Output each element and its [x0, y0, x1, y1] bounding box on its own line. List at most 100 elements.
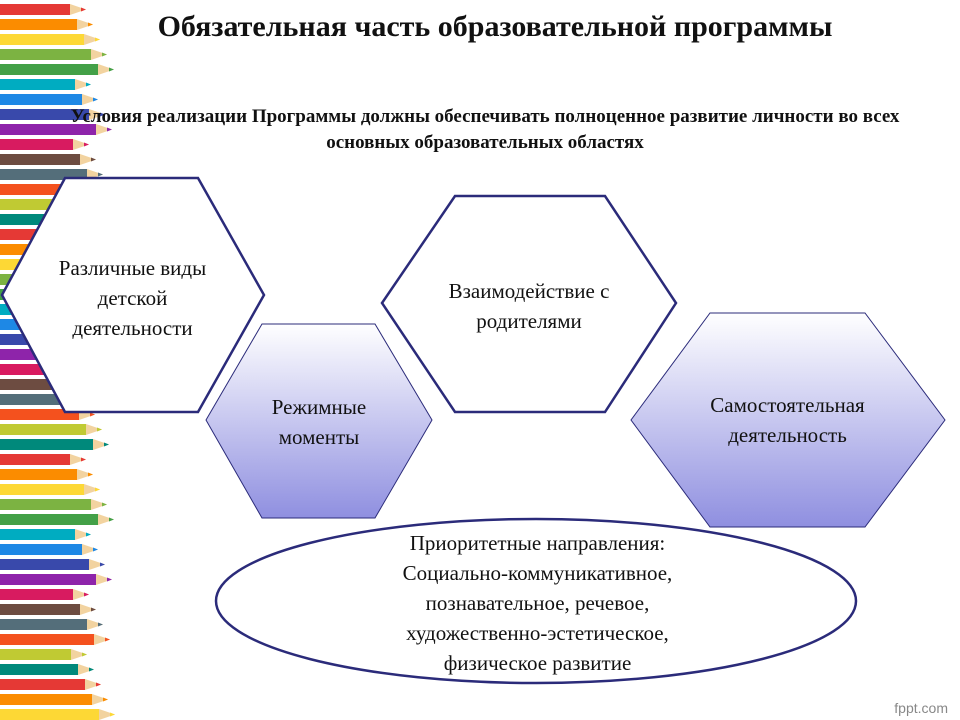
pencil-tip: [77, 19, 93, 30]
pencil-body: [0, 589, 73, 600]
pencil-tip: [91, 499, 107, 510]
pencil-body: [0, 394, 72, 405]
pencil-body: [0, 544, 82, 555]
label-routine: Режимные моменты: [250, 390, 388, 454]
pencil-body: [0, 94, 82, 105]
priority-line-4: художественно-эстетическое,: [406, 621, 669, 645]
pencil-body: [0, 424, 86, 435]
pencil-tip: [99, 709, 115, 720]
pencil-lead: [82, 652, 87, 657]
pencil-body: [0, 499, 91, 510]
pencil-lead: [86, 532, 91, 537]
hexagon-independent: [630, 312, 946, 528]
pencil-body: [0, 574, 96, 585]
pencil-body: [0, 34, 84, 45]
pencil-lead: [93, 547, 98, 552]
pencil-body: [0, 634, 94, 645]
pencil-tip: [84, 484, 100, 495]
pencil-tip: [87, 619, 103, 630]
pencil-lead: [89, 667, 94, 672]
pencil-body: [0, 619, 87, 630]
pencil-lead: [95, 37, 100, 42]
priority-line-1: Приоритетные направления:: [409, 531, 666, 555]
pencil-tip: [77, 469, 93, 480]
pencil-lead: [105, 637, 110, 642]
pencil-body: [0, 439, 93, 450]
pencil-tip: [96, 124, 112, 135]
pencil-lead: [109, 67, 114, 72]
pencil-body: [0, 559, 89, 570]
pencil-tip: [73, 589, 89, 600]
pencil-tip: [78, 664, 94, 675]
pencil-lead: [86, 82, 91, 87]
pencil-tip: [96, 574, 112, 585]
pencil-body: [0, 124, 96, 135]
pencil-tip: [89, 559, 105, 570]
pencil-body: [0, 529, 75, 540]
priority-ellipse: [214, 517, 858, 685]
pencil-tip: [91, 49, 107, 60]
pencil-body: [0, 484, 84, 495]
pencil-body: [0, 679, 85, 690]
pencil-tip: [70, 454, 86, 465]
priority-line-5: физическое развитие: [443, 651, 632, 675]
pencil-lead: [84, 592, 89, 597]
pencil-tip: [80, 154, 96, 165]
pencil-lead: [104, 442, 109, 447]
pencil-lead: [88, 472, 93, 477]
pencil-lead: [95, 487, 100, 492]
pencil-body: [0, 184, 94, 195]
pencil-body: [0, 454, 70, 465]
watermark: fppt.com: [894, 700, 948, 716]
page-title: Обязательная часть образовательной прогр…: [157, 10, 833, 43]
pencil-body: [0, 469, 77, 480]
pencil-body: [0, 664, 78, 675]
pencil-body: [0, 604, 80, 615]
priority-line-3: познавательное, речевое,: [425, 591, 650, 615]
pencil-tip: [75, 79, 91, 90]
pencil-lead: [100, 112, 105, 117]
pencil-lead: [102, 502, 107, 507]
label-parents: Взаимодействие с родителями: [445, 258, 613, 354]
pencil-tip: [89, 109, 105, 120]
pencil-lead: [98, 172, 103, 177]
pencil-body: [0, 49, 91, 60]
pencil-tip: [85, 679, 101, 690]
hexagon-parents: [380, 194, 678, 414]
pencil-lead: [109, 517, 114, 522]
pencil-tip: [98, 64, 114, 75]
pencil-body: [0, 139, 73, 150]
pencil-body: [0, 409, 79, 420]
pencil-lead: [96, 682, 101, 687]
pencil-body: [0, 169, 87, 180]
pencil-lead: [110, 712, 115, 717]
pencil-lead: [81, 7, 86, 12]
pencil-tip: [82, 94, 98, 105]
label-independent-text: Самостоятельная деятельность: [710, 393, 865, 447]
label-activities-text: Различные виды детской деятельности: [58, 256, 207, 340]
pencil-body: [0, 109, 89, 120]
pencil-lead: [88, 22, 93, 27]
pencil-lead: [100, 562, 105, 567]
pencil-tip: [92, 694, 108, 705]
pencil-body: [0, 709, 99, 720]
pencil-tip: [93, 439, 109, 450]
pencil-tip: [98, 514, 114, 525]
pencil-tip: [71, 649, 87, 660]
pencil-tip: [70, 4, 86, 15]
pencil-lead: [84, 142, 89, 147]
pencil-lead: [91, 607, 96, 612]
pencil-body: [0, 649, 71, 660]
pencil-lead: [97, 427, 102, 432]
pencil-lead: [102, 52, 107, 57]
label-independent: Самостоятельная деятельность: [700, 372, 875, 468]
pencil-tip: [84, 34, 100, 45]
pencil-body: [0, 19, 77, 30]
hexagon-routine: [205, 323, 433, 519]
pencil-tip: [73, 139, 89, 150]
pencil-tip: [82, 544, 98, 555]
priority-text: Приоритетные направления: Социально-комм…: [300, 528, 775, 678]
pencil-lead: [93, 97, 98, 102]
pencil-body: [0, 154, 80, 165]
